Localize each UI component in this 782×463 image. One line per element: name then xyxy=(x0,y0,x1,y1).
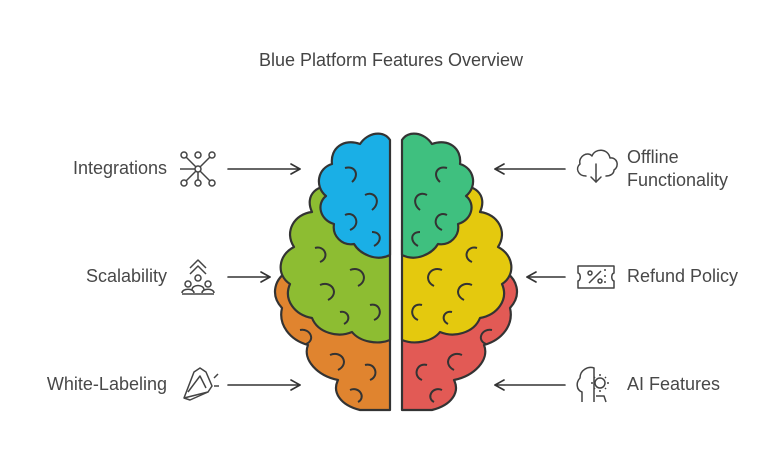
white-labeling-icon xyxy=(183,367,219,401)
lobe-blue xyxy=(317,132,392,259)
label-offline-functionality: Offline Functionality xyxy=(627,146,728,192)
lobe-teal-green xyxy=(400,132,475,259)
label-offline-line2: Functionality xyxy=(627,170,729,190)
label-offline-line1: Offline xyxy=(627,147,679,167)
label-white-labeling: White-Labeling xyxy=(46,374,167,394)
integrations-icon xyxy=(180,151,216,187)
cloud-download-icon xyxy=(576,149,618,183)
label-integrations: Integrations xyxy=(72,158,167,178)
label-refund-policy: Refund Policy xyxy=(627,266,739,286)
diagram-title: Blue Platform Features Overview xyxy=(258,50,524,70)
brain-left-hemisphere xyxy=(273,132,392,412)
label-scalability: Scalability xyxy=(85,266,167,286)
scalability-icon xyxy=(181,259,215,295)
ticket-percent-icon xyxy=(577,265,615,289)
ai-head-gear-icon xyxy=(576,366,609,403)
label-ai-features: AI Features xyxy=(627,374,721,394)
brain-right-hemisphere xyxy=(400,132,519,412)
